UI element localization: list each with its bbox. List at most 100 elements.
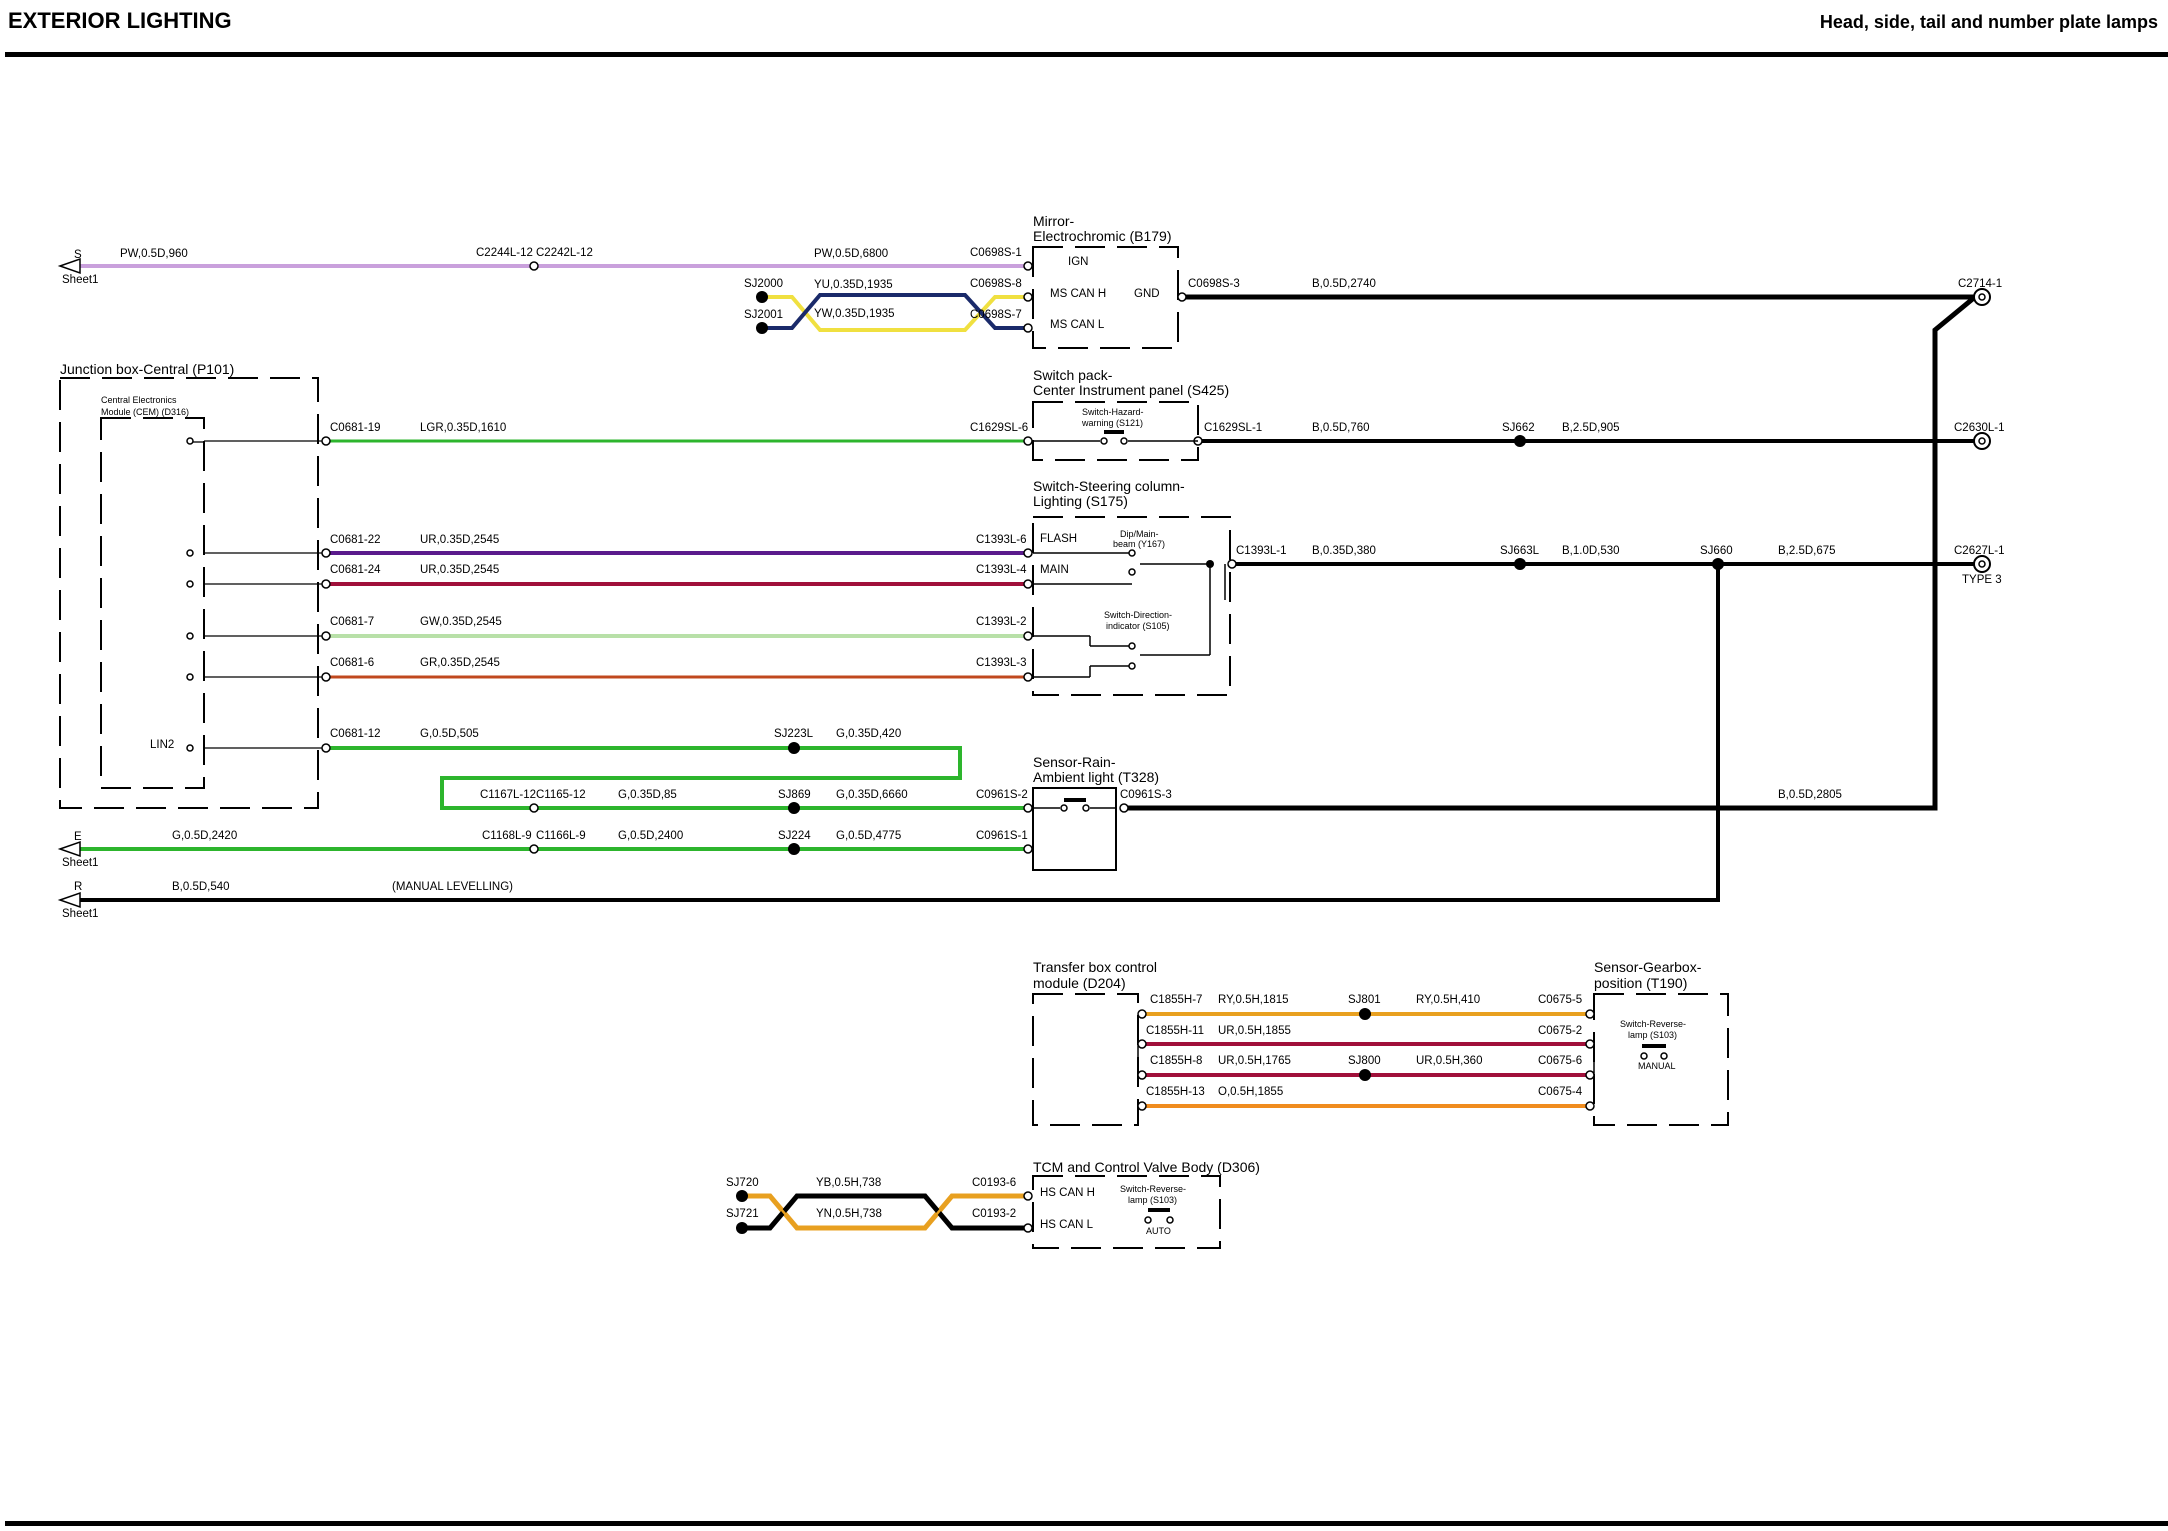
wire-label: UR,0.35D,2545 [420, 534, 499, 546]
splice-label: SJ2000 [744, 278, 783, 290]
wire-label: B,2.5D,905 [1562, 422, 1620, 434]
splice-label: SJ224 [778, 830, 811, 842]
offsheet-r-ref: Sheet1 [62, 908, 98, 920]
bottom-rule [5, 1521, 2168, 1526]
connector-label: C2242L-12 [536, 247, 593, 259]
gearbox-sensor-box [1593, 993, 1729, 1126]
splice-sj2001 [756, 322, 768, 334]
splice-label: SJ2001 [744, 309, 783, 321]
wire-label: RY,0.5H,1815 [1218, 994, 1289, 1006]
splice-label: SJ869 [778, 789, 811, 801]
hazard-switch-label-2: warning (S121) [1081, 418, 1143, 428]
transfer-box-box [1032, 993, 1139, 1126]
cem-title-1: Central Electronics [101, 395, 177, 405]
connector-label: C0193-6 [972, 1177, 1016, 1189]
connector-label: C1855H-8 [1150, 1055, 1202, 1067]
connector-label: C0675-2 [1538, 1025, 1582, 1037]
connector-label: C0698S-1 [970, 247, 1022, 259]
connector-label: C0961S-2 [976, 789, 1028, 801]
splice-sj224 [788, 843, 800, 855]
cem-box [100, 417, 205, 789]
wire-label: O,0.5H,1855 [1218, 1086, 1283, 1098]
gearbox-sensor-title-2: position (T190) [1594, 975, 1687, 991]
connector-label: C0681-6 [330, 657, 374, 669]
offsheet-s-letter: S [74, 249, 82, 261]
offsheet-e-ref: Sheet1 [62, 857, 98, 869]
page-title: EXTERIOR LIGHTING [8, 8, 232, 33]
wire-label: UR,0.5H,360 [1416, 1055, 1482, 1067]
splice-label: SJ223L [774, 728, 814, 740]
tcm-title: TCM and Control Valve Body (D306) [1033, 1159, 1260, 1175]
steering-pin-main: MAIN [1040, 564, 1069, 576]
rain-sensor-title-2: Ambient light (T328) [1033, 769, 1159, 785]
connector-label: C0681-7 [330, 616, 374, 628]
splice-sj223l [788, 742, 800, 754]
wire-label: B,0.5D,2740 [1312, 278, 1376, 290]
mirror-pin-mscanh: MS CAN H [1050, 288, 1106, 300]
connector-label: C0675-5 [1538, 994, 1582, 1006]
connector-label: C0961S-3 [1120, 789, 1172, 801]
wire-label: UR,0.5H,1765 [1218, 1055, 1291, 1067]
dip-label-2: beam (Y167) [1113, 539, 1165, 549]
transfer-box-title-1: Transfer box control [1033, 959, 1157, 975]
connector-label: C0675-6 [1538, 1055, 1582, 1067]
splice-sj800 [1359, 1069, 1371, 1081]
connector-label: C1393L-3 [976, 657, 1027, 669]
mirror-title-1: Mirror- [1033, 213, 1075, 229]
wire-label: B,0.5D,2805 [1778, 789, 1842, 801]
connector-label: C0698S-7 [970, 309, 1022, 321]
splice-sj662 [1514, 435, 1526, 447]
wire-label: (MANUAL LEVELLING) [392, 881, 513, 893]
wire-label: YB,0.5H,738 [816, 1177, 881, 1189]
connector-label: C0675-4 [1538, 1086, 1583, 1098]
steering-switch-box [1032, 516, 1231, 696]
connector-label: C1855H-11 [1146, 1025, 1204, 1037]
top-rule [5, 52, 2168, 57]
wire-label: G,0.35D,6660 [836, 789, 908, 801]
splice-sj720 [736, 1190, 748, 1202]
switch-pack-box [1032, 401, 1199, 461]
splice-label: SJ801 [1348, 994, 1381, 1006]
dir-label-2: indicator (S105) [1106, 621, 1170, 631]
connector-label: C0193-2 [972, 1208, 1016, 1220]
connector-label: C0698S-3 [1188, 278, 1240, 290]
connector-label: C2630L-1 [1954, 422, 2005, 434]
wire-label: B,1.0D,530 [1562, 545, 1620, 557]
connector-label: C0961S-1 [976, 830, 1028, 842]
wire-g-505-loop [326, 746, 1028, 810]
connector-label: C0681-19 [330, 422, 381, 434]
connector-label: C1393L-6 [976, 534, 1027, 546]
switch-pack-title-1: Switch pack- [1033, 367, 1113, 383]
wire-label: B,0.5D,540 [172, 881, 230, 893]
splice-label: SJ800 [1348, 1055, 1381, 1067]
twisted-pair-hs-can [742, 1193, 1028, 1231]
tcm-pin-hscanl: HS CAN L [1040, 1219, 1094, 1231]
cem-title-2: Module (CEM) (D316) [101, 407, 189, 417]
wire-label: PW,0.5D,960 [120, 248, 188, 260]
wire-label: B,2.5D,675 [1778, 545, 1836, 557]
gearbox-switch-label-3: MANUAL [1638, 1061, 1676, 1071]
splice-label: SJ660 [1700, 545, 1733, 557]
offsheet-s-ref: Sheet1 [62, 274, 98, 286]
connector-label: C1629SL-6 [970, 422, 1028, 434]
junction-box [59, 377, 319, 809]
mirror-pin-gnd: GND [1134, 288, 1160, 300]
gearbox-sensor-title-1: Sensor-Gearbox- [1594, 959, 1702, 975]
connector-label: C1166L-9 [536, 830, 586, 842]
wire-label: LGR,0.35D,1610 [420, 422, 506, 434]
connector-label: C1165-12 [536, 789, 586, 801]
offsheet-r-letter: R [74, 881, 82, 893]
connector-label: C1629SL-1 [1204, 422, 1262, 434]
wire-label: YW,0.35D,1935 [814, 308, 895, 320]
splice-label: SJ662 [1502, 422, 1535, 434]
connector-label: C2627L-1 [1954, 545, 2005, 557]
connector-label: C1855H-7 [1150, 994, 1202, 1006]
connector-label: C1393L-2 [976, 616, 1027, 628]
rain-sensor-title-1: Sensor-Rain- [1033, 754, 1116, 770]
wire-label: G,0.5D,2400 [618, 830, 683, 842]
rain-sensor-box [1032, 787, 1117, 871]
steering-title-1: Switch-Steering column- [1033, 478, 1185, 494]
gearbox-switch-label-2: lamp (S103) [1628, 1030, 1677, 1040]
wire-label: UR,0.35D,2545 [420, 564, 499, 576]
